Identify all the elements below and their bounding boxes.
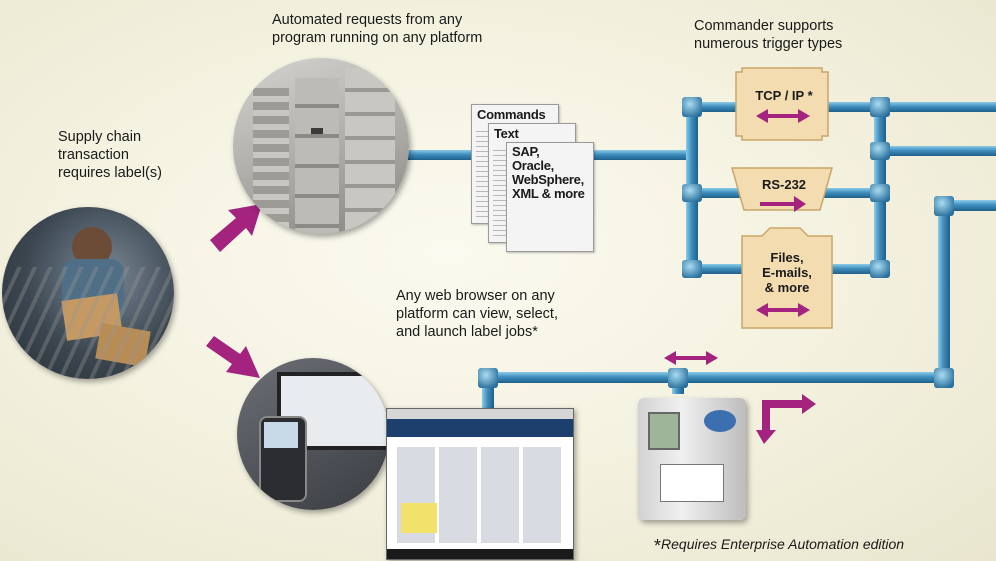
arrow-printer-bidirectional bbox=[664, 351, 718, 365]
rs232-trigger-badge bbox=[731, 167, 833, 211]
files-trigger-line-3: & more bbox=[764, 280, 810, 295]
files-trigger-line-2: E-mails, bbox=[762, 265, 812, 280]
pipe-top-branch bbox=[686, 102, 996, 112]
browser-window-screenshot bbox=[386, 408, 574, 560]
automated-requests-caption: Automated requests from any program runn… bbox=[272, 11, 482, 47]
edition-footnote: *Requires Enterprise Automation edition bbox=[654, 536, 904, 557]
automated-line-1: Automated requests from any bbox=[272, 12, 463, 28]
web-browser-line-3: and launch label jobs* bbox=[396, 324, 538, 340]
web-browser-caption: Any web browser on any platform can view… bbox=[396, 287, 558, 341]
platform-websphere: WebSphere, bbox=[512, 172, 584, 187]
files-trigger-label: Files, E-mails, & more bbox=[742, 250, 832, 295]
arrow-files bbox=[756, 303, 810, 317]
files-trigger-line-1: Files, bbox=[770, 250, 804, 265]
arrow-tcpip bbox=[756, 109, 810, 123]
tcpip-trigger-badge bbox=[735, 67, 829, 141]
platforms-document: SAP, Oracle, WebSphere, XML & more bbox=[506, 142, 594, 252]
commander-line-1: Commander supports bbox=[694, 18, 834, 34]
pipe-from-browser bbox=[482, 372, 952, 383]
pipe-riser-exit bbox=[938, 200, 996, 211]
files-trigger-badge bbox=[741, 227, 833, 329]
footnote-text: Requires Enterprise Automation edition bbox=[661, 536, 905, 552]
pipe-right-exit bbox=[874, 146, 996, 156]
arrow-to-browser bbox=[206, 336, 260, 378]
tcpip-trigger-label: TCP / IP * bbox=[755, 88, 813, 103]
web-browser-line-2: platform can view, select, bbox=[396, 306, 558, 322]
arrow-rs232 bbox=[760, 196, 806, 212]
text-document-title: Text bbox=[494, 126, 519, 141]
web-browser-line-1: Any web browser on any bbox=[396, 288, 555, 304]
automated-line-2: program running on any platform bbox=[272, 30, 483, 46]
commander-line-2: numerous trigger types bbox=[694, 36, 843, 52]
platform-oracle: Oracle, bbox=[512, 158, 554, 173]
commander-caption: Commander supports numerous trigger type… bbox=[694, 17, 842, 53]
rs232-trigger-label: RS-232 bbox=[761, 177, 807, 192]
arrow-printer-out bbox=[756, 394, 816, 444]
supply-chain-line-2: transaction bbox=[58, 147, 129, 163]
label-printer-photo bbox=[638, 398, 746, 520]
platform-xml: XML & more bbox=[512, 186, 585, 201]
footnote-asterisk: * bbox=[654, 536, 662, 556]
supply-chain-line-3: requires label(s) bbox=[58, 165, 162, 181]
warehouse-worker-photo bbox=[2, 207, 174, 379]
platforms-list: SAP, Oracle, WebSphere, XML & more bbox=[512, 145, 585, 201]
arrow-to-server bbox=[210, 204, 262, 252]
supply-chain-line-1: Supply chain bbox=[58, 129, 142, 145]
web-browser-devices-photo bbox=[237, 358, 389, 510]
pipe-riser bbox=[938, 200, 950, 383]
server-rack-photo bbox=[233, 58, 409, 234]
platform-sap: SAP, bbox=[512, 144, 540, 159]
supply-chain-caption: Supply chain transaction requires label(… bbox=[58, 128, 162, 182]
commands-document-title: Commands bbox=[477, 107, 546, 122]
